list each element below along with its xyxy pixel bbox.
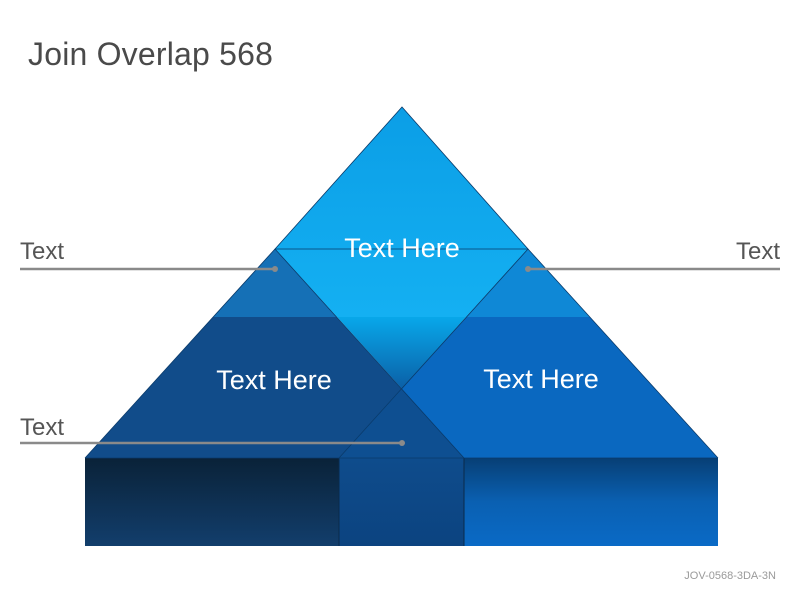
connector-dot-left-bottom xyxy=(399,440,405,446)
pyramid-outlines xyxy=(84,106,719,459)
connectors xyxy=(20,266,780,446)
footer-code: JOV-0568-3DA-3N xyxy=(684,570,776,582)
label-left-top: Text xyxy=(20,238,65,265)
base-left-segment xyxy=(85,458,339,546)
right-triangle xyxy=(339,249,718,458)
pyramid-base xyxy=(85,458,718,546)
left-triangle-text: Text Here xyxy=(216,365,332,395)
slide-title: Join Overlap 568 xyxy=(28,36,274,72)
left-triangle-tip xyxy=(213,249,337,317)
top-triangle-text: Text Here xyxy=(344,233,460,263)
label-right-top: Text xyxy=(735,238,780,265)
top-triangle xyxy=(275,107,528,317)
base-middle-segment xyxy=(339,458,464,546)
right-triangle-text: Text Here xyxy=(483,364,599,394)
connector-dot-right-top xyxy=(525,266,531,272)
overlap-center xyxy=(337,317,466,389)
right-triangle-tip xyxy=(466,249,590,317)
overlap-left-right xyxy=(339,389,464,458)
label-left-bottom: Text xyxy=(20,414,65,441)
connector-dot-left-top xyxy=(272,266,278,272)
left-triangle xyxy=(85,249,464,458)
base-right-segment xyxy=(464,458,718,546)
